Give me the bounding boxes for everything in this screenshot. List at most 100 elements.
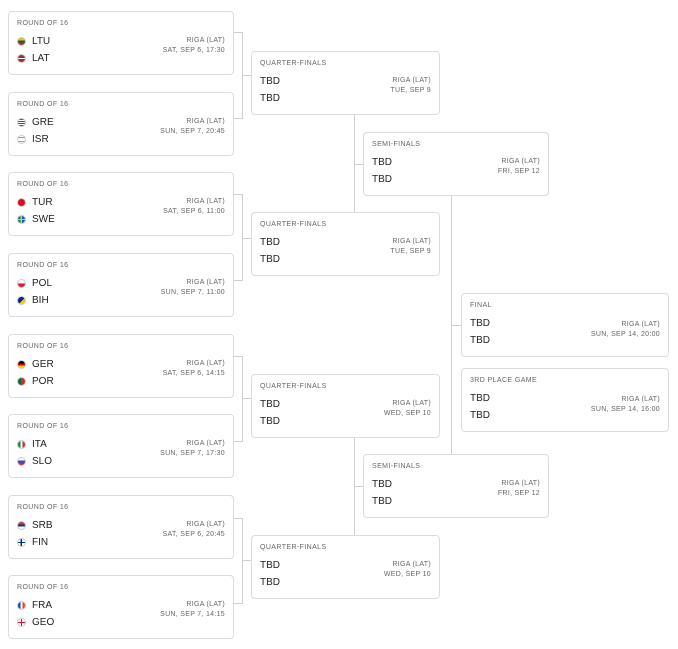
team-name: TBD [372,496,392,507]
venue-info: RIGA (LAT)SUN, SEP 14, 16:00 [591,395,660,415]
venue-info: RIGA (LAT)SUN, SEP 7, 11:00 [161,278,225,298]
connector-line [354,486,363,487]
date-text: FRI, SEP 12 [497,168,540,175]
match-card-r16-8[interactable]: ROUND OF 16 FRA GEO RIGA (LAT)SUN, SEP 7… [8,575,234,639]
slo-flag-icon [17,457,26,466]
match-card-final[interactable]: FINAL TBD TBD RIGA (LAT) SUN, SEP 14, 20:… [461,293,669,357]
venue-info: RIGA (LAT) SUN, SEP 14, 20:00 [591,320,660,340]
date-text: FRI, SEP 12 [497,490,540,497]
venue-text: RIGA (LAT) [621,321,660,328]
date-text: SUN, SEP 14, 20:00 [590,331,660,338]
connector-line [233,280,243,281]
date-text: TUE, SEP 9 [390,87,431,94]
venue-info: RIGA (LAT)SUN, SEP 7, 14:15 [160,600,225,620]
team-name: SLO [32,456,53,467]
team-row: BIH [17,295,49,306]
match-card-r16-2[interactable]: ROUND OF 16 GRE ISR RIGA (LAT)SUN, SEP 7… [8,92,234,156]
tur-flag-icon [17,198,26,207]
match-card-r16-4[interactable]: ROUND OF 16 POL BIH RIGA (LAT)SUN, SEP 7… [8,253,234,317]
connector-line [242,560,251,561]
team-row: SRB [17,520,53,531]
connector-line [233,518,243,519]
date-text: SUN, SEP 7, 17:30 [160,450,225,457]
team-name: SWE [32,214,55,225]
connector-line [233,603,243,604]
date-text: SUN, SEP 7, 11:00 [160,289,225,296]
match-card-qf-1[interactable]: QUARTER-FINALS TBD TBD RIGA (LAT)TUE, SE… [251,51,440,115]
date-text: TUE, SEP 9 [390,248,431,255]
team-name: TBD [260,399,280,410]
connector-line [451,325,461,326]
venue-text: RIGA (LAT) [392,77,431,84]
team-name: TBD [470,393,490,404]
team-name: TBD [260,577,280,588]
connector-line [242,356,243,442]
connector-line [354,115,355,212]
venue-info: RIGA (LAT)SUN, SEP 7, 17:30 [160,439,225,459]
team-name: TBD [260,416,280,427]
match-card-third-place[interactable]: 3RD PLACE GAME TBD TBD RIGA (LAT)SUN, SE… [461,368,669,432]
venue-info: RIGA (LAT) TUE, SEP 9 [390,76,431,96]
match-card-qf-4[interactable]: QUARTER-FINALS TBD TBD RIGA (LAT)WED, SE… [251,535,440,599]
venue-text: RIGA (LAT) [392,400,431,407]
venue-info: RIGA (LAT)SAT, SEP 6, 20:45 [163,520,225,540]
team-name: TBD [470,318,490,329]
match-card-qf-3[interactable]: QUARTER-FINALS TBD TBD RIGA (LAT)WED, SE… [251,374,440,438]
venue-info: RIGA (LAT) FRI, SEP 12 [498,157,540,177]
date-text: SAT, SEP 6, 20:45 [162,531,225,538]
match-card-r16-6[interactable]: ROUND OF 16 ITA SLO RIGA (LAT)SUN, SEP 7… [8,414,234,478]
match-card-sf-2[interactable]: SEMI-FINALS TBD TBD RIGA (LAT)FRI, SEP 1… [363,454,549,518]
ita-flag-icon [17,440,26,449]
isr-flag-icon [17,135,26,144]
team-row: SLO [17,456,52,467]
team-name: GRE [32,117,54,128]
match-card-qf-2[interactable]: QUARTER-FINALS TBD TBD RIGA (LAT)TUE, SE… [251,212,440,276]
match-card-r16-5[interactable]: ROUND OF 16 GER POR RIGA (LAT)SAT, SEP 6… [8,334,234,398]
team-row: FIN [17,537,48,548]
pol-flag-icon [17,279,26,288]
stage-label: ROUND OF 16 [17,20,69,27]
team-name: GEO [32,617,55,628]
team-name: TBD [260,76,280,87]
connector-line [242,75,251,76]
srb-flag-icon [17,521,26,530]
team-name: TBD [260,237,280,248]
venue-text: RIGA (LAT) [186,118,225,125]
stage-label: QUARTER-FINALS [260,544,327,551]
stage-label: ROUND OF 16 [17,504,69,511]
venue-text: RIGA (LAT) [392,561,431,568]
venue-text: RIGA (LAT) [501,158,540,165]
team-name: TBD [260,93,280,104]
team-name: TBD [470,410,490,421]
team-row: FRA [17,600,52,611]
fin-flag-icon [17,538,26,547]
team-name: POR [32,376,54,387]
match-card-r16-1[interactable]: ROUND OF 16 LTU LAT RIGA (LAT)SAT, SEP 6… [8,11,234,75]
stage-label: SEMI-FINALS [372,141,421,148]
team-name: TBD [260,254,280,265]
swe-flag-icon [17,215,26,224]
date-text: SAT, SEP 6, 17:30 [162,47,225,54]
connector-line [242,398,251,399]
lat-flag-icon [17,54,26,63]
connector-line [242,518,243,604]
date-text: SUN, SEP 7, 20:45 [160,128,225,135]
gre-flag-icon [17,118,26,127]
team-row: POL [17,278,52,289]
connector-line [233,194,243,195]
team-name: LAT [32,53,50,64]
team-name: TBD [470,335,490,346]
stage-label: FINAL [470,302,492,309]
venue-info: RIGA (LAT)SAT, SEP 6, 14:15 [163,359,225,379]
team-name: BIH [32,295,49,306]
venue-info: RIGA (LAT)WED, SEP 10 [384,399,431,419]
date-text: SUN, SEP 7, 14:15 [160,611,225,618]
match-card-r16-3[interactable]: ROUND OF 16 TUR SWE RIGA (LAT)SAT, SEP 6… [8,172,234,236]
date-text: SAT, SEP 6, 14:15 [162,370,225,377]
date-text: SUN, SEP 14, 16:00 [590,406,660,413]
connector-line [233,441,243,442]
match-card-sf-1[interactable]: SEMI-FINALS TBD TBD RIGA (LAT)FRI, SEP 1… [363,132,549,196]
venue-info: RIGA (LAT)SAT, SEP 6, 17:30 [163,36,225,56]
team-row: LTU [17,36,50,47]
match-card-r16-7[interactable]: ROUND OF 16 SRB FIN RIGA (LAT)SAT, SEP 6… [8,495,234,559]
